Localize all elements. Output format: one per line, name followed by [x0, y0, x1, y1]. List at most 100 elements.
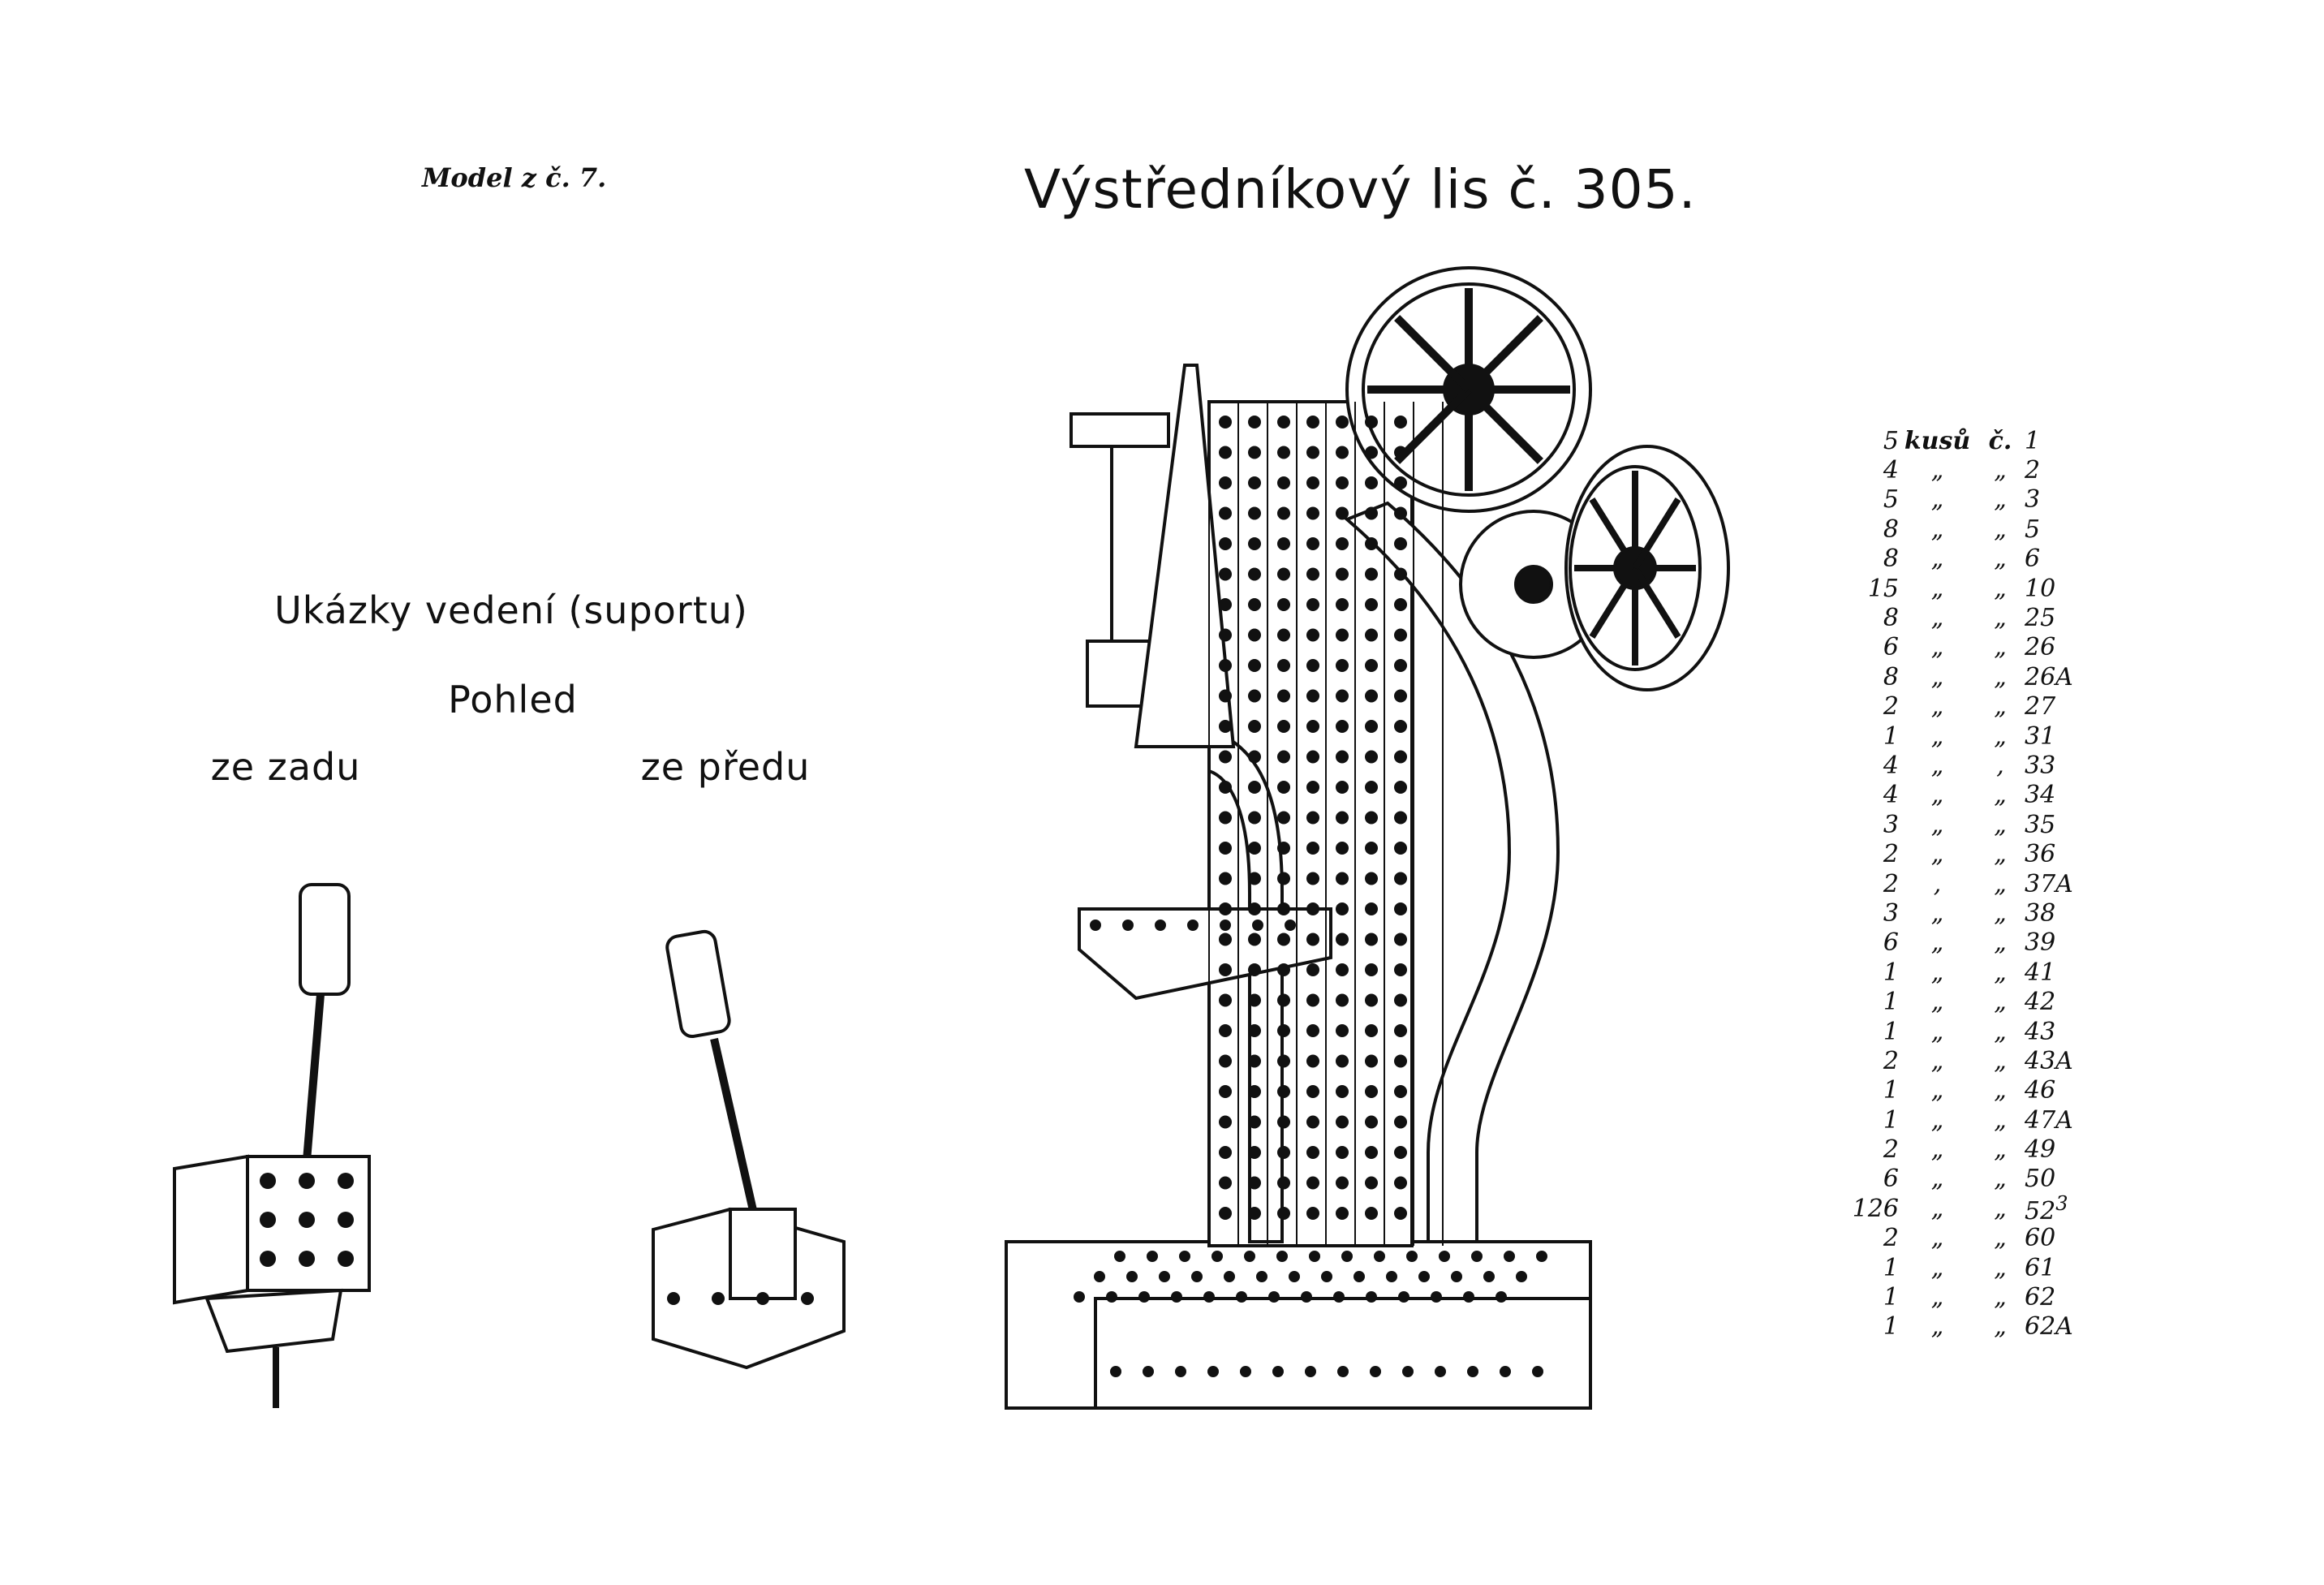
perforation-hole	[1248, 446, 1261, 459]
perforation-hole	[1219, 720, 1232, 733]
perforation-hole	[1219, 628, 1232, 642]
gear-spoke	[1465, 315, 1543, 393]
perforation-hole	[1187, 920, 1199, 931]
perforation-hole	[1394, 659, 1407, 672]
perforation-hole	[1248, 537, 1261, 550]
parts-list-row: 2„„36	[1842, 839, 2098, 868]
perforation-hole	[1336, 842, 1349, 855]
perforation-hole	[1248, 1054, 1261, 1068]
perforation-hole	[1398, 1291, 1409, 1303]
perforation-hole	[1306, 506, 1319, 520]
perforation-hole	[1248, 750, 1261, 764]
perforation-hole	[1090, 920, 1101, 931]
part-no-label: „	[1994, 840, 2007, 869]
perforation-hole	[1219, 537, 1232, 550]
perforation-hole	[1394, 1115, 1407, 1129]
perforation-hole	[1394, 537, 1407, 550]
perforation-hole	[1394, 1054, 1407, 1068]
perforation-hole	[1248, 963, 1261, 976]
perforation-hole	[1496, 1291, 1507, 1303]
part-no-label: „	[1994, 574, 2007, 603]
perforation-hole	[1074, 1291, 1085, 1303]
perforation-hole	[1306, 1024, 1319, 1037]
perforation-hole	[1248, 720, 1261, 733]
part-unit: „	[1930, 1135, 1944, 1165]
perforation-hole	[1277, 1176, 1290, 1190]
part-number: 62	[2025, 1283, 2056, 1312]
part-unit: „	[1930, 781, 1944, 810]
perforation-hole	[1219, 476, 1232, 489]
perforation-hole	[1365, 1115, 1378, 1129]
perforation-hole	[1504, 1251, 1515, 1262]
perforation-hole	[1365, 659, 1378, 672]
part-no-label: „	[1994, 1076, 2007, 1105]
part-number: 34	[2025, 781, 2056, 810]
perforation-hole	[1406, 1251, 1418, 1262]
part-unit: „	[1930, 1105, 1944, 1135]
caption-view: Pohled	[448, 678, 578, 721]
perforation-hole	[1277, 1085, 1290, 1098]
perforation-hole	[1277, 842, 1290, 855]
perforation-hole	[1248, 993, 1261, 1007]
perforation-hole	[1219, 446, 1232, 459]
perforation-hole	[1336, 567, 1349, 581]
pulley-spoke	[1632, 566, 1681, 639]
perforation-hole	[1365, 628, 1378, 642]
perforation-hole	[1394, 842, 1407, 855]
perforation-hole	[1336, 689, 1349, 703]
part-number: 25	[2025, 604, 2056, 633]
perforation-hole	[1248, 689, 1261, 703]
part-unit: kusů	[1904, 426, 1971, 455]
perforation-hole	[1306, 932, 1319, 946]
part-number: 26	[2025, 633, 2056, 662]
perforation-hole	[1365, 932, 1378, 946]
part-no-label: „	[1994, 988, 2007, 1017]
perforation-hole	[1336, 1085, 1349, 1098]
perforation-hole	[1207, 1366, 1219, 1377]
perforation-hole	[1365, 811, 1378, 825]
parts-list-row: 2„„49	[1842, 1135, 2098, 1164]
perforation-hole	[1365, 750, 1378, 764]
perforation-hole	[1248, 842, 1261, 855]
part-unit: „	[1930, 1224, 1944, 1253]
perforation-hole	[1402, 1366, 1414, 1377]
perforation-hole	[1336, 506, 1349, 520]
perforation-hole	[1306, 872, 1319, 885]
perforation-hole	[1394, 506, 1407, 520]
part-no-label: „	[1994, 456, 2007, 485]
part-unit: „	[1930, 515, 1944, 544]
part-qty: 15	[1867, 574, 1899, 603]
perforation-hole	[1394, 1085, 1407, 1098]
parts-list-row: 4„„34	[1842, 781, 2098, 810]
part-no-label: „	[1994, 692, 2007, 721]
perforation-hole	[1248, 416, 1261, 429]
perforation-hole	[1277, 750, 1290, 764]
perforation-hole	[1321, 1271, 1332, 1282]
perforation-hole	[1306, 902, 1319, 915]
parts-list-row: 2,„37A	[1842, 869, 2098, 898]
perforation-hole	[1336, 993, 1349, 1007]
part-number: 43A	[2025, 1046, 2073, 1075]
perforation-hole	[1219, 842, 1232, 855]
perforation-hole	[1365, 446, 1378, 459]
part-qty: 4	[1883, 781, 1899, 810]
part-qty: 1	[1883, 1105, 1899, 1135]
perforation-hole	[1248, 506, 1261, 520]
perforation-hole	[1272, 1366, 1284, 1377]
perforation-hole	[1516, 1271, 1527, 1282]
part-number-superscript: 3	[2055, 1191, 2068, 1215]
parts-list-row: 15„„10	[1842, 574, 2098, 603]
part-number: 5	[2025, 515, 2041, 544]
perforation-hole	[1143, 1366, 1154, 1377]
part-no-label: „	[1994, 604, 2007, 633]
perforation-hole	[1248, 932, 1261, 946]
perforation-hole	[1336, 416, 1349, 429]
perforation-hole	[1365, 902, 1378, 915]
perforation-hole	[1106, 1291, 1117, 1303]
perforation-hole	[1248, 567, 1261, 581]
perforation-hole	[1365, 1146, 1378, 1159]
perforation-hole	[1219, 1024, 1232, 1037]
perforation-hole	[338, 1212, 354, 1228]
